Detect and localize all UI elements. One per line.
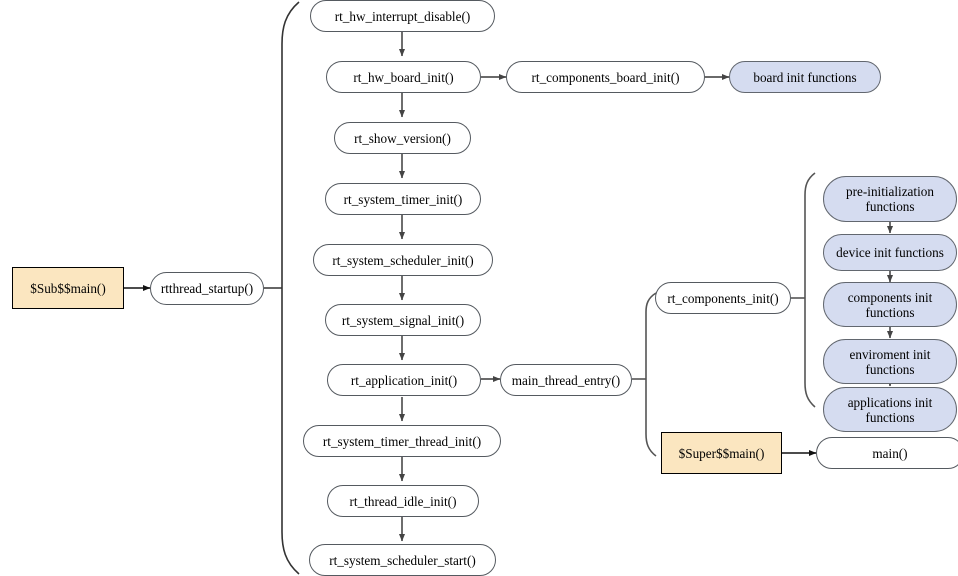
node-super-main[interactable]: $Super$$main(): [661, 432, 782, 474]
node-rt-hw-interrupt-disable[interactable]: rt_hw_interrupt_disable(): [310, 0, 495, 32]
node-components-init-functions[interactable]: components init functions: [823, 282, 957, 327]
node-applications-init-functions[interactable]: applications init functions: [823, 387, 957, 432]
node-main[interactable]: main(): [816, 437, 958, 469]
node-pre-initialization-functions[interactable]: pre-initialization functions: [823, 176, 957, 222]
node-rt-show-version[interactable]: rt_show_version(): [334, 122, 471, 154]
node-rt-system-timer-init[interactable]: rt_system_timer_init(): [325, 183, 481, 215]
node-rt-components-init[interactable]: rt_components_init(): [655, 282, 791, 314]
node-rt-hw-board-init[interactable]: rt_hw_board_init(): [326, 61, 481, 93]
node-rt-system-signal-init[interactable]: rt_system_signal_init(): [325, 304, 481, 336]
node-rt-thread-idle-init[interactable]: rt_thread_idle_init(): [327, 485, 479, 517]
node-rt-system-timer-thread-init[interactable]: rt_system_timer_thread_init(): [303, 425, 501, 457]
node-rt-components-board-init[interactable]: rt_components_board_init(): [506, 61, 705, 93]
node-rt-system-scheduler-init[interactable]: rt_system_scheduler_init(): [313, 244, 493, 276]
node-rtthread-startup[interactable]: rtthread_startup(): [150, 272, 264, 305]
node-main-thread-entry[interactable]: main_thread_entry(): [500, 364, 632, 396]
node-board-init-functions[interactable]: board init functions: [729, 61, 881, 93]
node-rt-system-scheduler-start[interactable]: rt_system_scheduler_start(): [309, 544, 496, 576]
node-device-init-functions[interactable]: device init functions: [823, 234, 957, 271]
node-enviroment-init-functions[interactable]: enviroment init functions: [823, 339, 957, 384]
node-sub-main[interactable]: $Sub$$main(): [12, 267, 124, 309]
node-rt-application-init[interactable]: rt_application_init(): [327, 364, 481, 396]
